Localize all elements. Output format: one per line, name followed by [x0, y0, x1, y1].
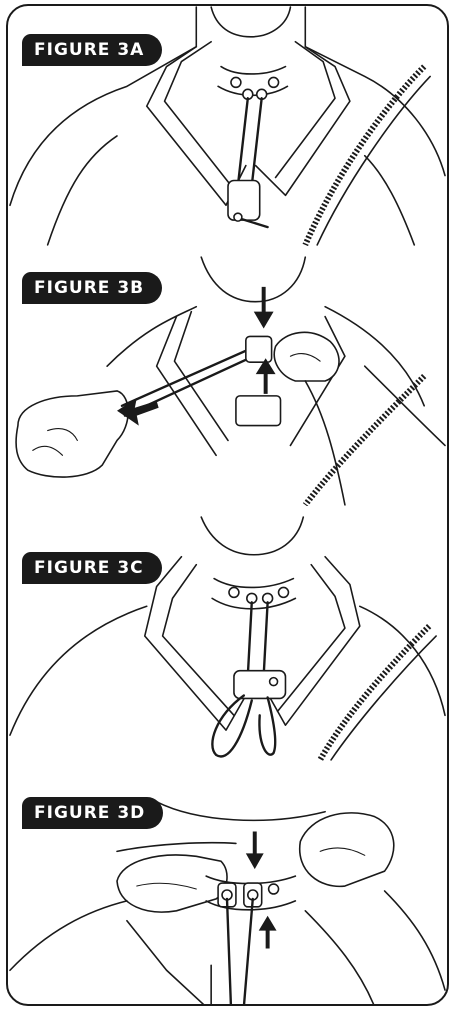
figure-3b-panel: FIGURE 3B — [8, 256, 447, 506]
figure-3d-panel: FIGURE 3D — [8, 771, 447, 1006]
figure-3b-label: FIGURE 3B — [22, 272, 162, 304]
figure-3a-panel: FIGURE 3A — [8, 6, 447, 246]
figure-3c-label: FIGURE 3C — [22, 552, 162, 584]
figure-3c-panel: FIGURE 3C — [8, 516, 447, 761]
figure-3d-label: FIGURE 3D — [22, 797, 163, 829]
figure-3a-label: FIGURE 3A — [22, 34, 162, 66]
instruction-sheet-frame: FIGURE 3A — [6, 4, 449, 1006]
